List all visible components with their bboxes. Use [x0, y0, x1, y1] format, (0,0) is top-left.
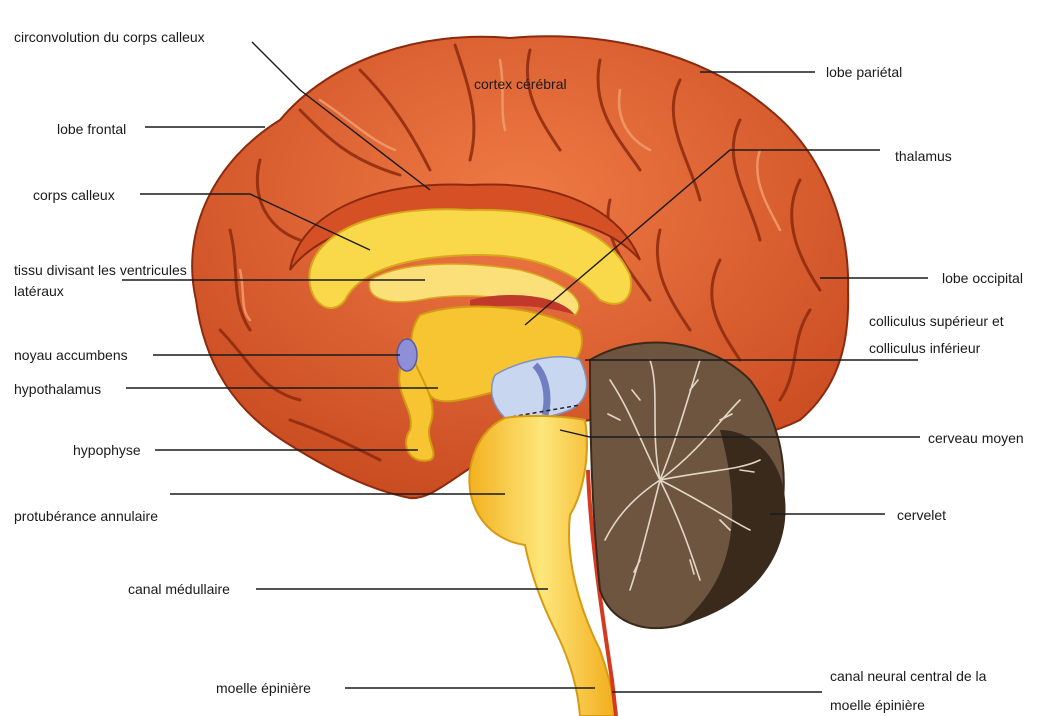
label-colliculus-line1: colliculus supérieur et [869, 313, 1004, 330]
label-thalamus: thalamus [895, 148, 952, 165]
label-noyau: noyau accumbens [14, 347, 128, 364]
label-protuberance: protubérance annulaire [14, 508, 158, 525]
label-hypothalamus: hypothalamus [14, 381, 101, 398]
label-tissu-line1: tissu divisant les ventricules [14, 262, 187, 279]
label-tissu-line2: latéraux [14, 283, 64, 300]
label-colliculus-line2: colliculus inférieur [869, 340, 980, 357]
label-canal-neural-line2: moelle épinière [830, 697, 925, 714]
label-lobe-parietal: lobe pariétal [826, 64, 902, 81]
label-cervelet: cervelet [897, 507, 946, 524]
label-cerveau-moyen: cerveau moyen [928, 430, 1024, 447]
label-lobe-frontal: lobe frontal [57, 121, 126, 138]
label-circonvolution: circonvolution du corps calleux [14, 29, 205, 46]
label-canal-neural-line1: canal neural central de la [830, 668, 986, 685]
label-cortex: cortex cérébral [474, 76, 567, 93]
label-lobe-occipital: lobe occipital [942, 270, 1023, 287]
label-moelle: moelle épinière [216, 680, 311, 697]
label-canal-medullaire: canal médullaire [128, 581, 230, 598]
label-corps-calleux: corps calleux [33, 187, 115, 204]
label-hypophyse: hypophyse [73, 442, 141, 459]
